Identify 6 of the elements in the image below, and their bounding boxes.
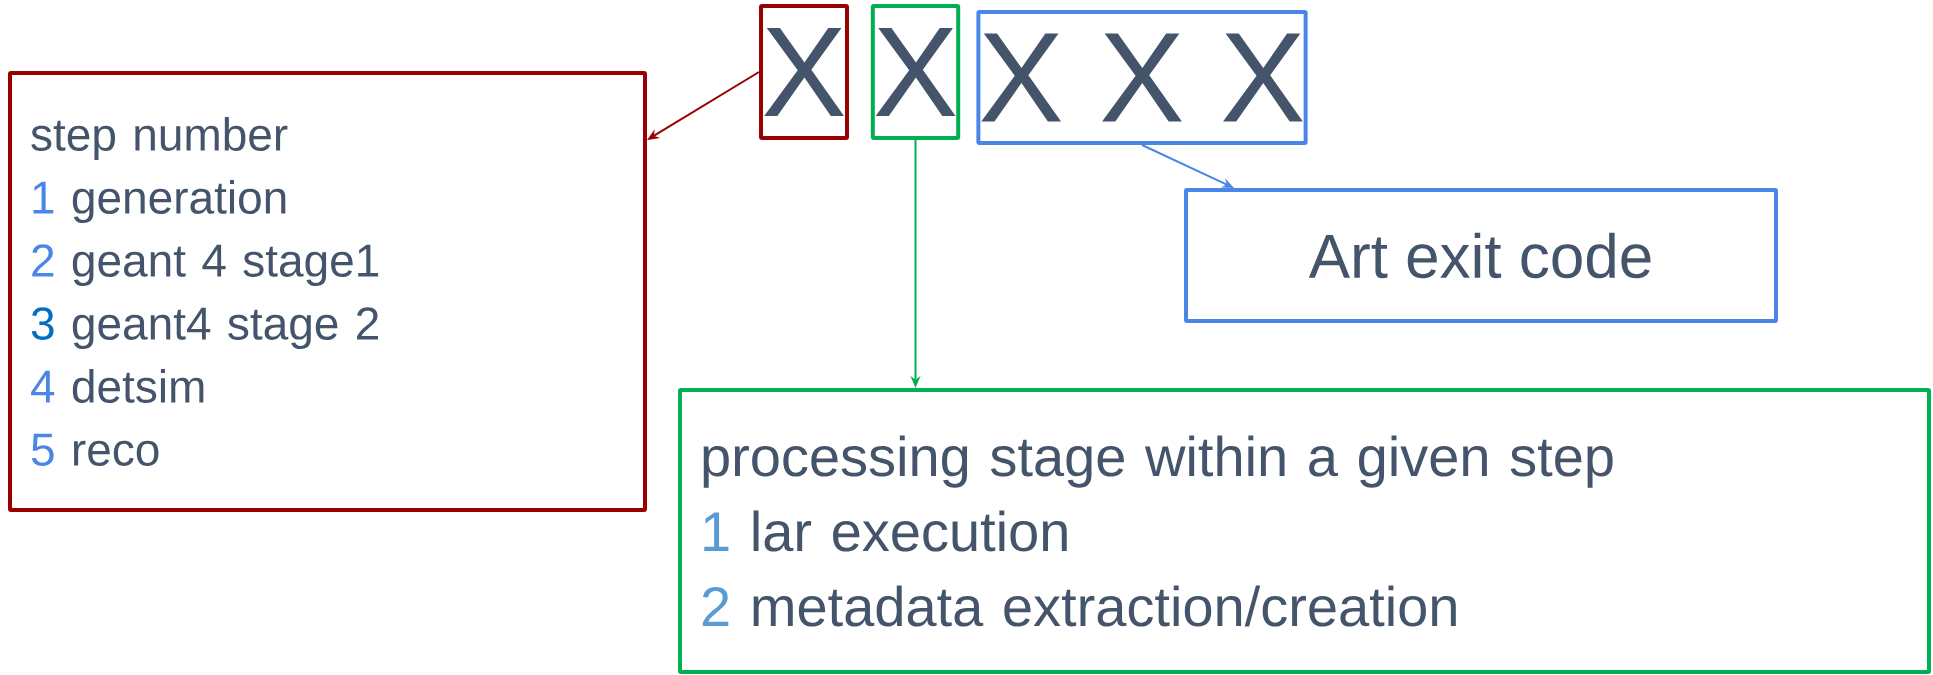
description-box: step number 1 generation 2 geant 4 stage1 3 geant4 stage 2 4 detsim 5 reco <box>8 71 647 512</box>
digit-box: X <box>759 4 849 140</box>
digit-box: X <box>870 4 961 140</box>
description-box: Art exit code <box>1184 188 1778 323</box>
description-box: processing stage within a given step 1 lar execution 2 metadata extraction/creation <box>678 388 1931 674</box>
code-box: X X X <box>976 10 1308 145</box>
